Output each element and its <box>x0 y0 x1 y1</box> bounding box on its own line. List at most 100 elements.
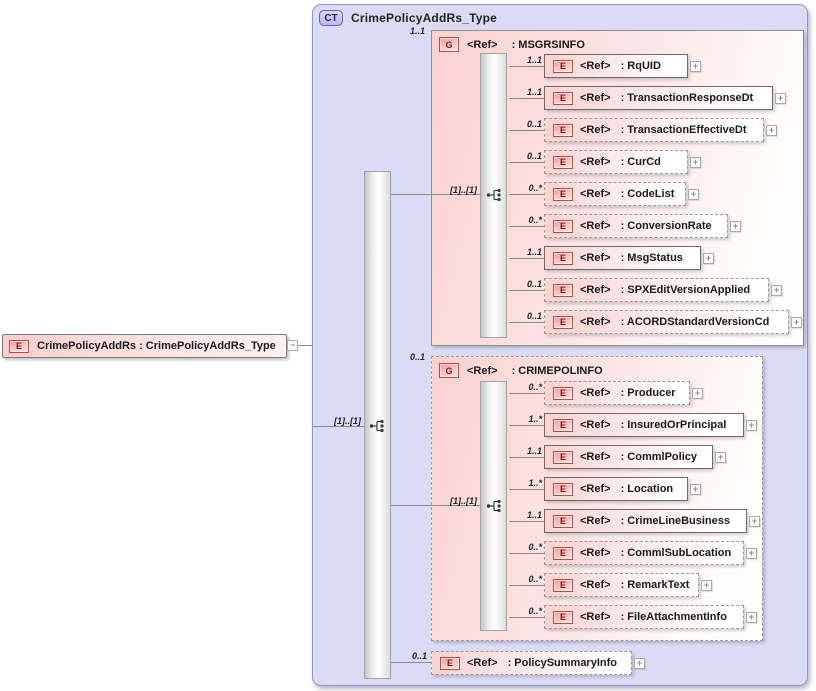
expand-icon[interactable]: + <box>766 124 777 136</box>
expand-icon[interactable]: + <box>703 252 714 264</box>
connector-line: 1..1 <box>509 86 544 110</box>
expand-icon[interactable]: + <box>791 316 802 328</box>
element-box[interactable]: E<Ref>: CodeList <box>544 182 686 206</box>
element-box[interactable]: E<Ref>: TransactionEffectiveDt <box>544 118 764 142</box>
expand-icon[interactable]: + <box>715 451 726 463</box>
ref-label: <Ref> <box>467 364 498 377</box>
connector-line: 1..1 <box>509 509 544 533</box>
group-header: G <Ref> : MSGRSINFO <box>439 37 803 52</box>
expand-icon[interactable]: + <box>701 579 712 591</box>
expand-icon[interactable]: + <box>746 419 757 431</box>
expand-icon[interactable]: + <box>692 387 703 399</box>
element-name: : CommlPolicy <box>620 451 697 463</box>
group-badge: G <box>439 363 459 378</box>
sequence-cardinality-label: [1]..[1] <box>450 496 477 506</box>
expand-icon[interactable]: + <box>690 60 701 72</box>
sequence-cardinality-label: [1]..[1] <box>450 185 477 195</box>
expand-icon[interactable]: + <box>749 515 760 527</box>
cardinality-label: 0..* <box>528 574 542 584</box>
element-badge: E <box>9 339 29 353</box>
connector-line: 0..* <box>509 214 544 238</box>
connector-line: 0..* <box>509 182 544 206</box>
element-badge: E <box>553 514 573 528</box>
expand-icon[interactable]: + <box>688 188 699 200</box>
cardinality-label: 0..1 <box>526 151 542 161</box>
ref-label: <Ref> <box>580 419 611 431</box>
ref-label: <Ref> <box>580 220 611 232</box>
element-name: : CrimeLineBusiness <box>620 515 730 527</box>
element-row: 0..*E<Ref>: Producer+ <box>509 381 703 405</box>
element-badge: E <box>553 91 573 105</box>
element-box-policysummaryinfo[interactable]: E <Ref> : PolicySummaryInfo <box>431 651 632 675</box>
ref-label: <Ref> <box>467 657 498 669</box>
element-box[interactable]: E<Ref>: ACORDStandardVersionCd <box>544 310 789 334</box>
element-name: : CurCd <box>620 156 661 168</box>
ref-label: <Ref> <box>580 611 611 623</box>
element-box[interactable]: E<Ref>: ConversionRate <box>544 214 728 238</box>
element-badge: E <box>553 418 573 432</box>
connector-line <box>391 505 480 506</box>
connector-line <box>313 426 364 427</box>
element-box[interactable]: E<Ref>: FileAttachmentInfo <box>544 605 744 629</box>
expand-icon[interactable]: + <box>634 657 645 669</box>
element-box[interactable]: E <Ref> : CrimeLineBusiness <box>544 509 747 533</box>
element-box[interactable]: E<Ref>: TransactionResponseDt <box>544 86 773 110</box>
expand-icon[interactable]: + <box>690 156 701 168</box>
ref-label: <Ref> <box>580 515 611 527</box>
connector-line: 0..* <box>509 541 544 565</box>
element-box[interactable]: E<Ref>: InsuredOrPrincipal <box>544 413 744 437</box>
element-box[interactable]: E<Ref>: Location <box>544 477 688 501</box>
root-element-label: CrimePolicyAddRs : CrimePolicyAddRs_Type <box>37 340 276 352</box>
cardinality-label: 0..1 <box>409 352 425 362</box>
connector-line: 1..* <box>509 477 544 501</box>
element-name: : ACORDStandardVersionCd <box>620 316 770 328</box>
connector-line: 1..* <box>509 413 544 437</box>
element-box[interactable]: E<Ref>: CommlSubLocation <box>544 541 744 565</box>
ref-label: <Ref> <box>580 156 611 168</box>
element-row: 0..*E<Ref>: FileAttachmentInfo+ <box>509 605 757 629</box>
sequence-compositor-icon[interactable] <box>369 419 385 433</box>
cardinality-label: 0..* <box>528 183 542 193</box>
collapse-icon[interactable]: − <box>287 340 298 351</box>
ref-label: <Ref> <box>580 124 611 136</box>
expand-icon[interactable]: + <box>775 92 786 104</box>
connector-line: 0..* <box>509 605 544 629</box>
group-header: G <Ref> : CRIMEPOLINFO <box>439 363 762 378</box>
element-row: 0..*E<Ref>: ConversionRate+ <box>509 214 741 238</box>
connector-line: 0..1 <box>509 150 544 174</box>
connector-line: 1..1 <box>509 54 544 78</box>
element-row: 1..1 E <Ref> : CrimeLineBusiness + <box>509 509 760 533</box>
group-name: : CRIMEPOLINFO <box>511 364 603 377</box>
element-badge: E <box>553 386 573 400</box>
expand-icon[interactable]: + <box>746 547 757 559</box>
element-name: : CodeList <box>620 188 675 200</box>
sequence-compositor-icon[interactable] <box>486 499 502 513</box>
expand-icon[interactable]: + <box>730 220 741 232</box>
complex-type-title: CrimePolicyAddRs_Type <box>351 11 498 25</box>
element-badge: E <box>553 59 573 73</box>
sequence-compositor-icon[interactable] <box>486 188 502 202</box>
complex-type-container: CT CrimePolicyAddRs_Type [1]..[1] 1..1 G… <box>312 4 808 686</box>
element-name: : TransactionEffectiveDt <box>620 124 747 136</box>
element-box[interactable]: E<Ref>: RqUID <box>544 54 688 78</box>
cardinality-label: 1..1 <box>526 55 542 65</box>
cardinality-label: 1..1 <box>526 87 542 97</box>
ref-label: <Ref> <box>580 188 611 200</box>
connector-line: 0..1 <box>509 118 544 142</box>
cardinality-label: 0..1 <box>526 279 542 289</box>
expand-icon[interactable]: + <box>746 611 757 623</box>
element-box[interactable]: E<Ref>: SPXEditVersionApplied <box>544 278 769 302</box>
element-box[interactable]: E<Ref>: MsgStatus <box>544 246 701 270</box>
element-box[interactable]: E<Ref>: CurCd <box>544 150 688 174</box>
element-badge: E <box>553 610 573 624</box>
element-box[interactable]: E<Ref>: Producer <box>544 381 690 405</box>
cardinality-label: 0..* <box>528 542 542 552</box>
element-box[interactable]: E<Ref>: RemarkText <box>544 573 699 597</box>
root-element-box[interactable]: E CrimePolicyAddRs : CrimePolicyAddRs_Ty… <box>2 334 287 358</box>
cardinality-label: 1..1 <box>526 446 542 456</box>
complex-type-badge: CT <box>319 10 343 26</box>
element-box[interactable]: E<Ref>: CommlPolicy <box>544 445 713 469</box>
expand-icon[interactable]: + <box>690 483 701 495</box>
expand-icon[interactable]: + <box>771 284 782 296</box>
